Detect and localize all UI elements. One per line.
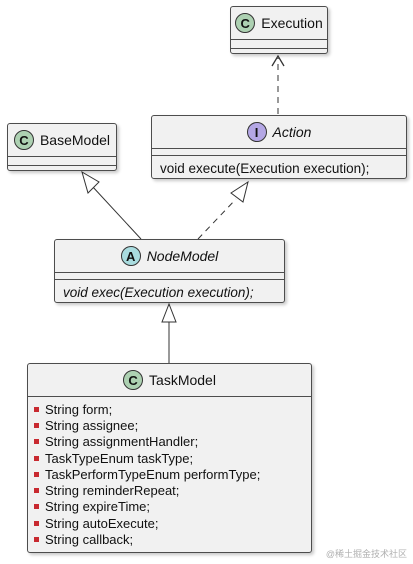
method-exec: void exec(Execution execution);	[63, 285, 254, 300]
private-visibility-icon	[34, 455, 39, 461]
class-name: Execution	[261, 15, 323, 31]
realization-arrowhead-action	[230, 180, 249, 203]
method-execute: void execute(Execution execution);	[160, 161, 370, 176]
class-execution: C Execution	[230, 6, 328, 54]
inheritance-line-nodemodel-basemodel	[91, 185, 142, 240]
interface-stereotype-icon: I	[246, 122, 267, 142]
private-visibility-icon	[34, 520, 39, 526]
class-stereotype-icon: C	[235, 13, 256, 33]
field-list: String form; String assignee; String ass…	[28, 397, 311, 554]
inheritance-arrowhead-nodemodel	[161, 302, 177, 323]
field-item: String assignmentHandler;	[34, 434, 305, 450]
private-visibility-icon	[34, 504, 39, 510]
private-visibility-icon	[34, 537, 39, 543]
realization-line-nodemodel-action	[197, 198, 237, 240]
class-stereotype-icon: C	[123, 370, 144, 390]
abstract-stereotype-icon: A	[120, 246, 141, 266]
private-visibility-icon	[34, 471, 39, 477]
class-stereotype-icon: C	[13, 130, 34, 150]
abstract-class-nodemodel: A NodeModel void exec(Execution executio…	[54, 239, 285, 303]
private-visibility-icon	[34, 488, 39, 494]
class-name: TaskModel	[149, 372, 216, 388]
private-visibility-icon	[34, 439, 39, 445]
private-visibility-icon	[34, 422, 39, 428]
private-visibility-icon	[34, 406, 39, 412]
field-item: TaskPerformTypeEnum performType;	[34, 466, 305, 482]
watermark: @稀土掘金技术社区	[325, 549, 407, 559]
class-taskmodel: C TaskModel String form; String assignee…	[27, 363, 312, 553]
field-item: String reminderRepeat;	[34, 482, 305, 498]
field-item: String callback;	[34, 531, 305, 547]
field-item: String assignee;	[34, 417, 305, 433]
class-name: BaseModel	[39, 132, 111, 148]
field-item: String form;	[34, 401, 305, 417]
interface-action: I Action void execute(Execution executio…	[151, 115, 407, 179]
class-basemodel: C BaseModel	[7, 123, 117, 171]
field-item: TaskTypeEnum taskType;	[34, 450, 305, 466]
interface-name: Action	[272, 124, 312, 140]
dependency-arrowhead	[271, 54, 285, 67]
inheritance-arrowhead-basemodel	[81, 170, 100, 194]
field-item: String expireTime;	[34, 499, 305, 515]
field-item: String autoExecute;	[34, 515, 305, 531]
class-name: NodeModel	[146, 248, 219, 264]
